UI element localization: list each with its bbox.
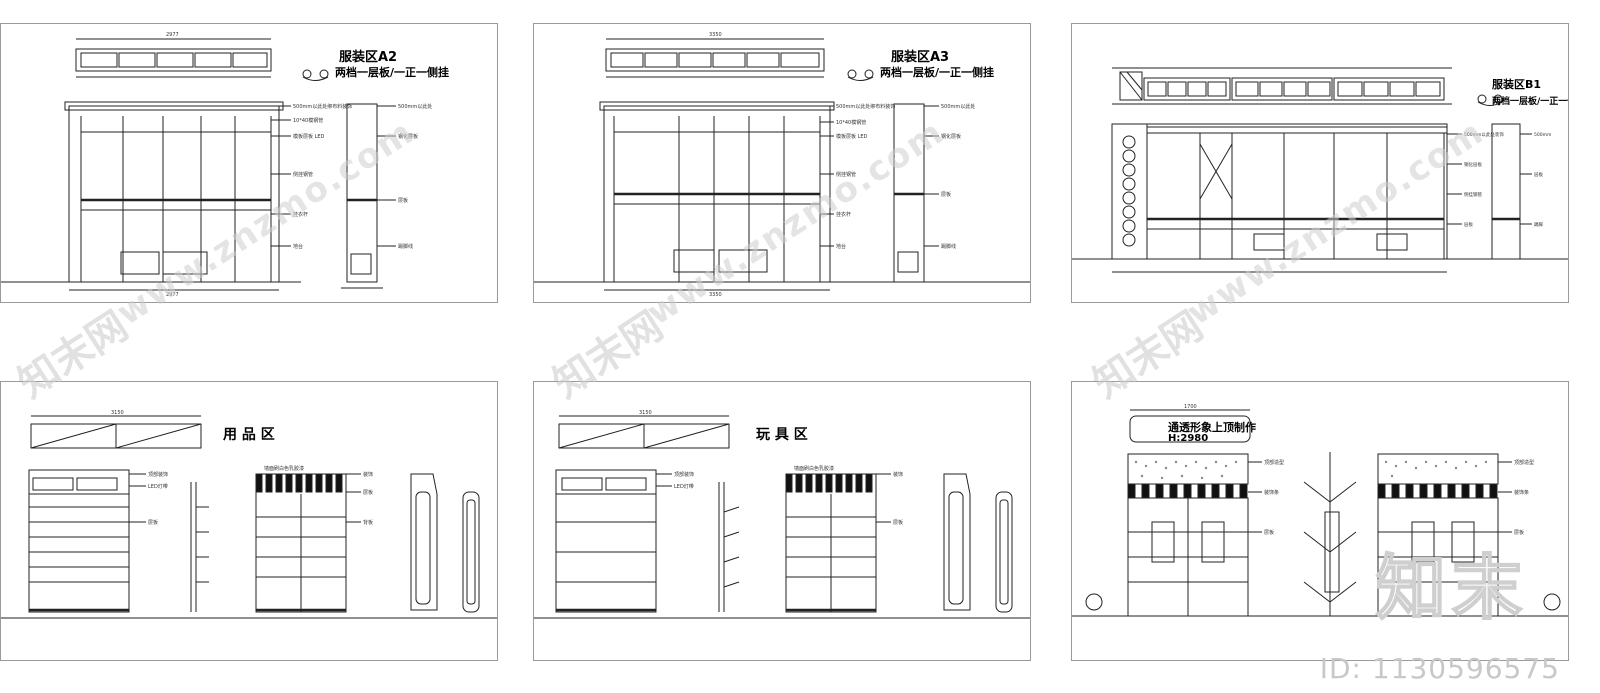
panel-subtitle-tongtou: H:2980: [1168, 433, 1209, 444]
svg-text:侧挂钢管: 侧挂钢管: [293, 171, 313, 178]
svg-text:墙面刷白色乳胶漆: 墙面刷白色乳胶漆: [264, 465, 304, 472]
svg-text:层板: 层板: [1514, 529, 1524, 536]
panel-title-yongpin: 用 品 区: [223, 427, 275, 443]
svg-text:装饰条: 装饰条: [1514, 489, 1529, 496]
svg-text:装饰: 装饰: [893, 471, 903, 478]
svg-text:钢化层板: 钢化层板: [1464, 161, 1482, 168]
panel-title-b1: 服装区B1: [1492, 78, 1542, 91]
panel-title-tongtou: 通透形象上顶制作: [1168, 421, 1256, 434]
svg-text:顶部造型: 顶部造型: [1514, 459, 1534, 466]
svg-text:层板: 层板: [941, 191, 951, 198]
svg-text:侧挂钢管: 侧挂钢管: [836, 171, 856, 178]
svg-text:钢化层板: 钢化层板: [941, 133, 961, 140]
svg-text:模板层板 LED: 模板层板 LED: [836, 133, 868, 140]
panel-title-a2: 服装区A2: [339, 50, 398, 65]
drawing-panel-a3: 500mm以此处绑布料装饰 10*40模钢管 模板层板 LED 侧挂钢管 挂衣杆地台…: [533, 23, 1031, 303]
svg-text:顶部装饰: 顶部装饰: [148, 471, 168, 478]
panel-title-wanju: 玩 具 区: [756, 427, 808, 443]
svg-text:背板: 背板: [363, 519, 373, 526]
svg-text:踢脚: 踢脚: [1534, 221, 1543, 228]
svg-text:层板: 层板: [1264, 529, 1274, 536]
dim-yongpin-top: 3150: [111, 410, 124, 416]
svg-text:层板: 层板: [148, 519, 158, 526]
svg-text:层板: 层板: [1464, 221, 1473, 228]
dim-tongtou-top: 1700: [1184, 404, 1197, 410]
svg-text:顶部造型: 顶部造型: [1264, 459, 1284, 466]
dim-a3-bottom: 3350: [709, 292, 722, 298]
dim-a2-top: 2977: [166, 32, 179, 38]
svg-text:侧挂钢管: 侧挂钢管: [1464, 191, 1482, 198]
svg-text:顶部装饰: 顶部装饰: [674, 471, 694, 478]
drawing-panel-tongtou: 1700 顶部造型装饰条层板 顶部造型装饰条层板 通透形象上顶制作 H:2980…: [1071, 381, 1569, 661]
svg-text:墙面刷白色乳胶漆: 墙面刷白色乳胶漆: [794, 465, 834, 472]
svg-text:层板: 层板: [398, 197, 408, 204]
svg-text:10*40模钢管: 10*40模钢管: [293, 117, 323, 124]
svg-text:LED灯带: LED灯带: [674, 483, 694, 490]
svg-text:层板: 层板: [1534, 171, 1543, 178]
svg-text:模板层板 LED: 模板层板 LED: [293, 133, 325, 140]
elevation-drawing-a2: 500mm以此处绑布料装饰 10*40模钢管 模板层板 LED 侧挂钢管 挂衣杆地台…: [1, 32, 432, 298]
svg-text:地台: 地台: [836, 243, 846, 250]
svg-text:装饰: 装饰: [363, 471, 373, 478]
drawing-panel-wanju: 3150 顶部装饰 LED灯带 装饰层板 墙面刷白色乳胶漆 玩 具 区: [533, 381, 1031, 661]
svg-text:层板: 层板: [893, 519, 903, 526]
svg-text:层板: 层板: [363, 489, 373, 496]
panel-subtitle-a3: 两档一层板/一正一侧挂: [880, 66, 995, 79]
svg-text:500mm以此处: 500mm以此处: [398, 103, 432, 110]
svg-text:500mm以此处装饰: 500mm以此处装饰: [1464, 131, 1504, 138]
dim-a2-bottom: 2977: [166, 292, 179, 298]
dim-wanju-top: 3150: [639, 410, 652, 416]
svg-text:踢脚线: 踢脚线: [398, 243, 413, 250]
svg-text:500mm以此处绑布料装饰: 500mm以此处绑布料装饰: [836, 103, 895, 110]
svg-text:500mm以此处: 500mm以此处: [941, 103, 975, 110]
svg-text:10*40模钢管: 10*40模钢管: [836, 119, 866, 126]
svg-text:挂衣杆: 挂衣杆: [836, 211, 851, 218]
svg-text:地台: 地台: [293, 243, 303, 250]
elevation-drawing-a3: 500mm以此处绑布料装饰 10*40模钢管 模板层板 LED 侧挂钢管 挂衣杆地台…: [534, 32, 1030, 298]
dim-a3-top: 3350: [709, 32, 722, 38]
drawing-panel-a2: 500mm以此处绑布料装饰 10*40模钢管 模板层板 LED 侧挂钢管 挂衣杆地台…: [0, 23, 498, 303]
svg-text:踢脚线: 踢脚线: [941, 243, 956, 250]
svg-text:装饰条: 装饰条: [1264, 489, 1279, 496]
panel-subtitle-b1: 两档一层板/一正一侧挂: [1492, 97, 1568, 107]
panel-subtitle-a2: 两档一层板/一正一侧挂: [335, 66, 450, 79]
svg-text:LED灯带: LED灯带: [148, 483, 168, 490]
svg-text:挂衣杆: 挂衣杆: [293, 211, 308, 218]
svg-text:500mm: 500mm: [1534, 132, 1551, 138]
svg-text:钢化层板: 钢化层板: [398, 133, 418, 140]
watermark-logo: 知末: [1375, 546, 1528, 630]
svg-text:500mm以此处绑布料装饰: 500mm以此处绑布料装饰: [293, 103, 352, 110]
panel-title-a3: 服装区A3: [891, 50, 950, 65]
watermark-id: ID: 1130596575: [1319, 652, 1560, 685]
